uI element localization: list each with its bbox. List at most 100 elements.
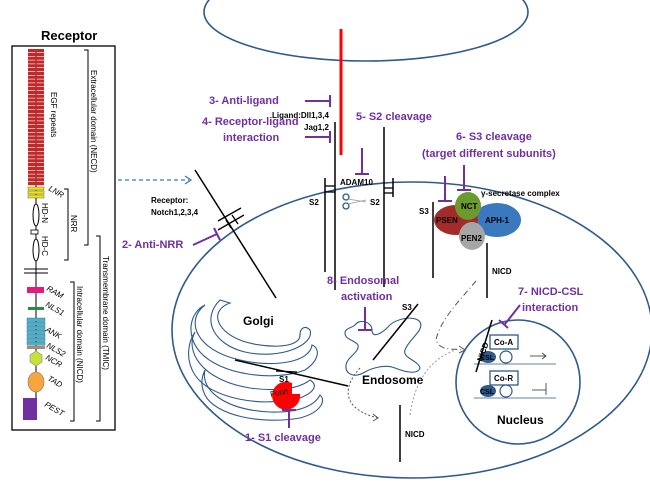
inhibitor-7-label-1: 7- NICD-CSL <box>518 286 584 298</box>
hd-connector <box>30 229 39 235</box>
egf-repeat <box>28 106 44 110</box>
csl-label-2: CSL <box>480 389 495 396</box>
s3-label-membrane: S3 <box>419 207 429 216</box>
panel-dashed-arrow <box>118 175 193 185</box>
inhibitor-6-label-2: (target different subunits) <box>422 148 556 160</box>
lnr-label: LNR <box>47 184 66 200</box>
s2-label-left: S2 <box>309 198 319 207</box>
ncr-domain <box>29 350 43 367</box>
inhibitor-1-label: 1- S1 cleavage <box>245 432 321 444</box>
egf-repeat <box>28 125 44 129</box>
egf-repeat <box>28 140 44 144</box>
tad-label: TAD <box>46 374 64 390</box>
egf-repeat <box>28 166 44 170</box>
inhibitor-4-label-1: 4- Receptor-ligand <box>202 116 299 128</box>
nls2-domain <box>27 346 45 349</box>
egf-repeat <box>28 163 44 167</box>
egf-repeat <box>28 68 44 72</box>
nicd-label-bottom: NICD <box>405 430 425 439</box>
inhibitor-3-label: 3- Anti-ligand <box>209 95 279 107</box>
inhibitor-4-symbol <box>305 131 331 143</box>
endosome-label: Endosome <box>362 373 424 387</box>
egf-repeat <box>28 90 44 94</box>
egf-repeats-label: EGF repeats <box>49 92 58 137</box>
pest-label: PEST <box>43 400 67 419</box>
egf-repeat <box>28 174 44 178</box>
ram-domain <box>27 287 44 293</box>
egf-repeat <box>28 136 44 140</box>
nls1-domain <box>28 307 44 310</box>
inhibitor-8-label-1: 8- Endosomal <box>327 275 399 287</box>
egf-repeat <box>28 49 44 53</box>
egf-repeats-block <box>28 49 44 186</box>
receptor-panel: Receptor EGF repeats LNR HD-N HD-C RAM N… <box>11 28 116 431</box>
egf-repeat <box>28 117 44 121</box>
s3-label-endosome: S3 <box>402 303 412 312</box>
inhibitor-7-label-2: interaction <box>522 302 579 314</box>
inhibitor-7-symbol <box>498 304 521 329</box>
inhibitor-6-label-1: 6- S3 cleavage <box>456 131 532 143</box>
egf-repeat <box>28 56 44 60</box>
egf-repeat <box>28 83 44 87</box>
egf-repeat <box>28 71 44 75</box>
egf-repeat <box>28 94 44 98</box>
notch-receptor-diagonal <box>194 169 277 299</box>
s2-label-scissors: S2 <box>370 198 380 207</box>
nicd-bracket-label: Intracellular domain (NICD) <box>75 286 84 383</box>
nct-label: NCT <box>461 202 478 211</box>
inhibitor-8-symbol <box>358 307 372 331</box>
inhibitor-5-symbol <box>355 148 369 175</box>
receptor-endosome <box>372 303 419 361</box>
coa-label: Co-A <box>494 338 513 347</box>
scissors-icon <box>342 193 367 210</box>
signal-sending-cell <box>203 0 529 62</box>
hd-n-label: HD-N <box>40 203 49 223</box>
hd-n-domain <box>32 203 40 227</box>
ank-repeat <box>26 333 46 338</box>
nucleus-label: Nucleus <box>497 413 544 427</box>
pen2-label: PEN2 <box>461 234 482 243</box>
nct-subunit <box>455 192 481 220</box>
ank-repeat <box>26 337 46 342</box>
egf-repeat <box>28 144 44 148</box>
ank-repeat <box>26 341 46 346</box>
hd-c-label: HD-C <box>40 236 49 256</box>
tmic-bracket <box>96 235 101 422</box>
receptor-label-2: Notch1,2,3,4 <box>151 208 199 217</box>
necd-label: Extracellular domain (NECD) <box>89 70 98 173</box>
hd-c-domain <box>32 238 40 262</box>
cor-label: Co-R <box>494 374 513 383</box>
ank-repeat <box>26 325 46 330</box>
pest-domain <box>23 398 37 420</box>
egf-repeat <box>28 182 44 186</box>
psen-label: PSEN <box>436 216 458 225</box>
receptor-label-1: Receptor: <box>151 196 188 205</box>
ligand-label-2: Jag1,2 <box>304 123 329 132</box>
egf-repeat <box>28 159 44 163</box>
inhibitor-2-label: 2- Anti-NRR <box>122 239 183 251</box>
ram-label: RAM <box>45 284 65 301</box>
receptor-panel-title: Receptor <box>41 28 97 43</box>
egf-repeat <box>28 170 44 174</box>
aph1-subunit <box>473 203 521 237</box>
csl-label-1: CSL <box>480 355 495 362</box>
furin-enzyme <box>272 378 301 410</box>
golgi-apparatus <box>188 299 324 421</box>
egf-repeat <box>28 60 44 64</box>
nicd-bracket <box>70 281 75 422</box>
egf-repeat <box>28 147 44 151</box>
ank-repeat <box>26 317 46 322</box>
tad-domain <box>27 371 45 393</box>
ank-repeat <box>26 329 46 334</box>
furin-label: Furin <box>269 387 289 399</box>
receptor-post-s2 <box>383 127 394 287</box>
egf-repeat <box>28 121 44 125</box>
endosome-organelle <box>344 317 422 376</box>
inhibitor-8-label-2: activation <box>341 291 393 303</box>
ank-repeat <box>26 321 46 326</box>
tmic-label: Transmembrane domain (TMIC) <box>101 256 110 370</box>
egf-repeat <box>28 102 44 106</box>
egf-repeat <box>28 79 44 83</box>
inhibitor-6-symbol <box>438 165 471 202</box>
